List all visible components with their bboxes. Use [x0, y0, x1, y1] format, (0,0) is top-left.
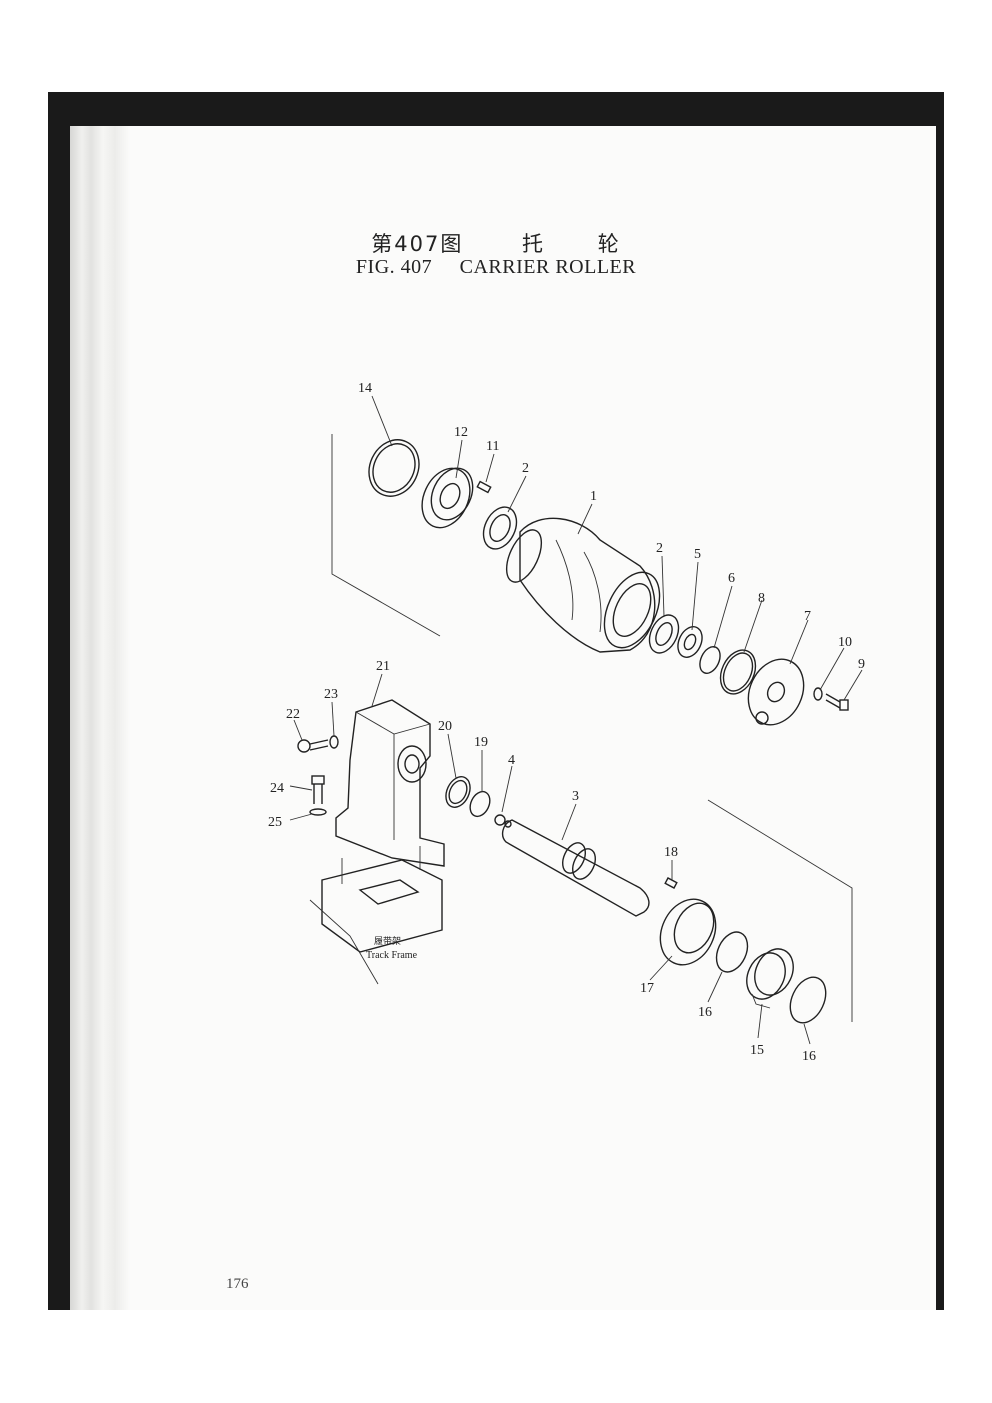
- cover-12: [421, 467, 474, 529]
- callout-7: 7: [804, 609, 811, 624]
- leader-6: [713, 585, 733, 649]
- pin-18: [664, 877, 678, 889]
- callout-16b: 16: [802, 1049, 816, 1064]
- callout-23: 23: [324, 687, 338, 702]
- callout-2a: 2: [522, 461, 529, 476]
- leader-2a: [507, 475, 527, 513]
- leader-21: [371, 673, 383, 707]
- figure-title-english: FIG. 407 CARRIER ROLLER: [0, 256, 992, 279]
- leader-3: [561, 803, 577, 841]
- leader-12: [455, 439, 463, 479]
- leader-1: [577, 503, 593, 535]
- cover-17: [659, 898, 717, 966]
- leader-4: [501, 765, 513, 813]
- track-frame-label-en: Track Frame: [366, 950, 418, 961]
- callout-20: 20: [438, 719, 452, 734]
- nut-5: [677, 626, 703, 658]
- leader-9: [843, 669, 863, 701]
- track-frame-plate: [309, 846, 443, 985]
- track-frame-label-cn: 履带架: [374, 936, 401, 947]
- bolt-9: [825, 693, 849, 711]
- leader-2b: [661, 555, 665, 617]
- bolt-22: [297, 739, 329, 753]
- figure-number-cn: 第407图: [371, 232, 464, 256]
- o-ring-16-right: [789, 976, 827, 1024]
- callout-11: 11: [486, 439, 499, 454]
- o-ring-19: [469, 790, 491, 818]
- plug-4: [494, 814, 512, 828]
- cover-7: [747, 658, 805, 726]
- callout-17: 17: [640, 981, 654, 996]
- leader-23: [331, 701, 335, 737]
- callout-10: 10: [838, 635, 852, 650]
- bearing-2-left: [482, 506, 518, 550]
- ring-6: [699, 646, 721, 674]
- figure-name-en: CARRIER ROLLER: [459, 256, 637, 278]
- callout-8: 8: [758, 591, 765, 606]
- callout-25: 25: [268, 815, 282, 830]
- leader-7: [789, 619, 809, 665]
- leader-15: [757, 1003, 763, 1039]
- callout-1: 1: [590, 489, 597, 504]
- upper-assembly-plane: [331, 434, 441, 637]
- page-number: 176: [226, 1276, 249, 1292]
- callout-6: 6: [728, 571, 735, 586]
- callout-9: 9: [858, 657, 865, 672]
- lower-assembly-plane: [707, 799, 853, 1022]
- leader-16b: [803, 1023, 811, 1045]
- leader-22: [293, 719, 303, 741]
- leader-10: [819, 647, 845, 691]
- title-char-1: 托: [522, 232, 546, 256]
- leader-5: [691, 561, 699, 631]
- o-ring-16-left: [715, 931, 749, 973]
- pin-11: [476, 480, 492, 494]
- leader-24: [289, 785, 313, 791]
- leader-8: [743, 599, 763, 653]
- o-ring-14: [368, 439, 420, 497]
- callout-19: 19: [474, 735, 488, 750]
- leader-20: [447, 733, 457, 779]
- title-char-2: 轮: [597, 232, 621, 256]
- bracket-21: [335, 699, 445, 867]
- leader-16a: [707, 971, 723, 1003]
- leader-25: [289, 813, 313, 821]
- floating-seal-15: [746, 948, 794, 1009]
- roller-1: [505, 517, 661, 653]
- bearing-2-right: [648, 614, 680, 654]
- figure-title-chinese: 第407图 托 轮: [0, 228, 992, 258]
- callout-24: 24: [270, 781, 284, 796]
- page-sheet: [70, 126, 936, 1310]
- callout-18: 18: [664, 845, 678, 860]
- leader-14: [371, 395, 393, 447]
- callout-16a: 16: [698, 1005, 712, 1020]
- callout-5: 5: [694, 547, 701, 562]
- leader-11: [485, 453, 495, 483]
- figure-number-en: FIG. 407: [355, 256, 433, 278]
- callout-4: 4: [508, 753, 515, 768]
- washer-23: [329, 735, 339, 749]
- page-stack-edges: [70, 126, 130, 1310]
- bolt-24: [311, 775, 325, 804]
- callout-2b: 2: [656, 541, 663, 556]
- callout-22: 22: [286, 707, 300, 722]
- washer-25: [309, 808, 327, 816]
- callout-12: 12: [454, 425, 468, 440]
- track-frame-leader: [309, 899, 379, 985]
- o-ring-8: [719, 649, 757, 695]
- shaft-3: [501, 819, 650, 917]
- callout-15: 15: [750, 1043, 764, 1058]
- callout-21: 21: [376, 659, 390, 674]
- washer-10: [813, 687, 823, 701]
- callout-14: 14: [358, 381, 372, 396]
- ring-20: [445, 776, 471, 808]
- leader-17: [649, 955, 673, 981]
- callout-3: 3: [572, 789, 579, 804]
